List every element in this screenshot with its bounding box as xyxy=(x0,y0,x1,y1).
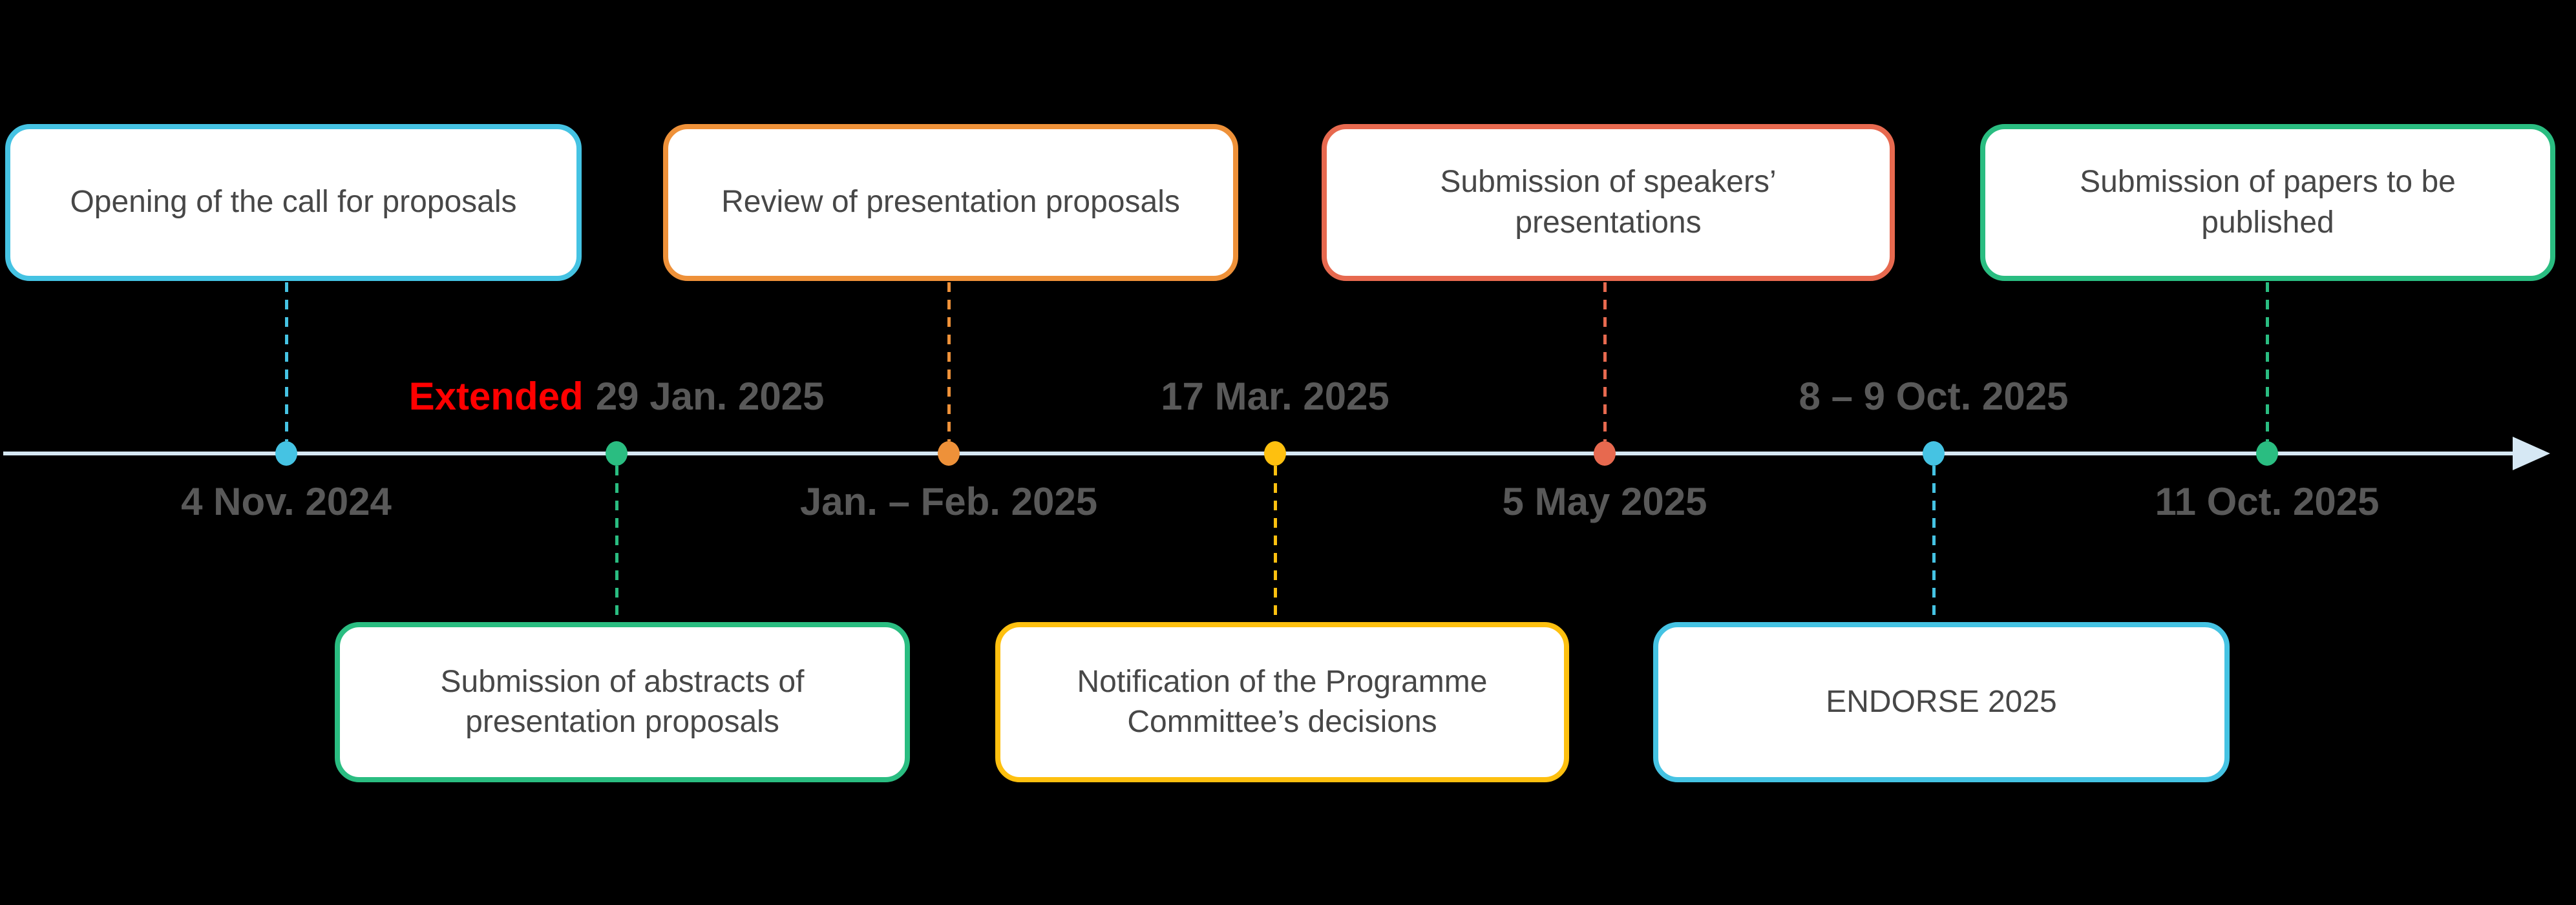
event-date-prefix: Extended xyxy=(408,375,584,418)
event-dot xyxy=(275,441,297,466)
event-dot xyxy=(1264,441,1286,466)
event-box-review-proposals: Review of presentation proposals xyxy=(663,124,1238,281)
event-date-text: Jan. – Feb. 2025 xyxy=(799,480,1098,523)
event-dot xyxy=(606,441,628,466)
event-box-label: Notification of the Programme Committee’… xyxy=(1077,664,1488,739)
event-date-text: 11 Oct. 2025 xyxy=(2155,480,2380,523)
event-box-label: Review of presentation proposals xyxy=(721,185,1180,220)
event-date: Jan. – Feb. 2025 xyxy=(800,481,1097,522)
event-connector xyxy=(1603,282,1607,441)
event-date: Extended 29 Jan. 2025 xyxy=(409,376,825,417)
event-connector xyxy=(285,282,288,441)
timeline-axis xyxy=(3,452,2517,455)
event-box-opening-call: Opening of the call for proposals xyxy=(5,124,582,281)
event-box-committee-decisions: Notification of the Programme Committee’… xyxy=(995,622,1569,782)
event-date-text: 5 May 2025 xyxy=(1502,480,1707,523)
event-date-text: 17 Mar. 2025 xyxy=(1161,375,1389,418)
event-box-speaker-presentations: Submission of speakers’ presentations xyxy=(1322,124,1895,281)
event-date-text: 4 Nov. 2024 xyxy=(181,480,392,523)
event-date: 11 Oct. 2025 xyxy=(2155,481,2380,522)
event-date: 8 – 9 Oct. 2025 xyxy=(1799,376,2069,417)
event-connector xyxy=(2266,282,2269,441)
event-date: 4 Nov. 2024 xyxy=(181,481,392,522)
event-date: 17 Mar. 2025 xyxy=(1161,376,1389,417)
event-box-endorse-conference: ENDORSE 2025 xyxy=(1653,622,2230,782)
event-dot xyxy=(1594,441,1616,466)
event-box-paper-submission: Submission of papers to be published xyxy=(1980,124,2555,281)
event-connector xyxy=(1274,466,1277,622)
event-connector xyxy=(615,466,618,622)
event-box-label: Submission of papers to be published xyxy=(2080,165,2456,240)
event-box-label: Submission of abstracts of presentation … xyxy=(440,664,805,739)
timeline-arrowhead-icon xyxy=(2513,437,2550,470)
event-box-label: Submission of speakers’ presentations xyxy=(1440,165,1777,240)
event-box-label: ENDORSE 2025 xyxy=(1826,684,2057,719)
event-connector xyxy=(1932,466,1936,622)
event-box-label: Opening of the call for proposals xyxy=(70,185,517,220)
event-box-abstract-submission: Submission of abstracts of presentation … xyxy=(335,622,910,782)
event-dot xyxy=(2256,441,2278,466)
event-date: 5 May 2025 xyxy=(1503,481,1707,522)
event-date-text: 29 Jan. 2025 xyxy=(595,375,825,418)
event-dot xyxy=(1923,441,1945,466)
event-dot xyxy=(938,441,960,466)
event-connector xyxy=(947,282,951,441)
event-date-text: 8 – 9 Oct. 2025 xyxy=(1799,375,2069,418)
